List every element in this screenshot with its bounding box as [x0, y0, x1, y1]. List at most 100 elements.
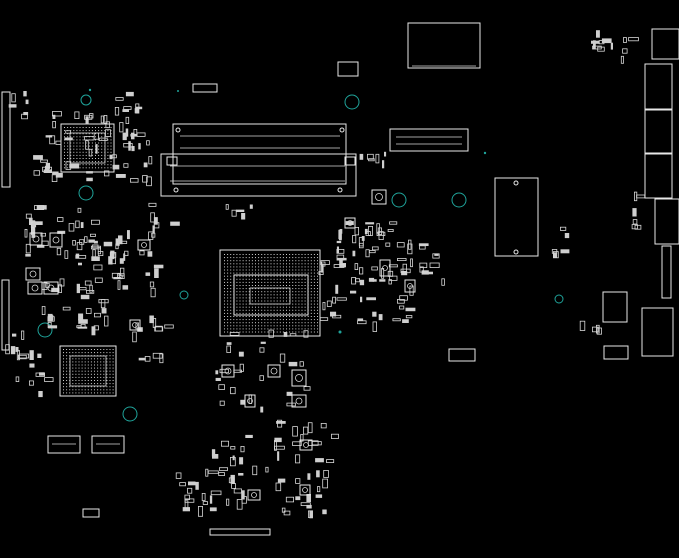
bga-ball — [270, 325, 272, 327]
bga-ball — [109, 389, 111, 391]
bga-ball — [304, 300, 306, 302]
bga-ball — [307, 303, 309, 305]
bga-ball — [261, 269, 263, 271]
smd-component — [28, 380, 34, 386]
bga-ball — [73, 148, 75, 150]
component-marking — [303, 442, 309, 448]
bga-ball — [304, 306, 306, 308]
bga-ball — [85, 161, 87, 163]
bga-ball — [313, 312, 315, 314]
bga-ball — [261, 272, 263, 274]
bga-ball — [84, 386, 86, 388]
bga-ball — [75, 361, 77, 363]
bga-ball — [255, 257, 256, 259]
bga-ball — [110, 139, 112, 141]
bga-ball — [255, 322, 256, 324]
bga-ball — [227, 260, 229, 262]
smd-component — [230, 387, 236, 395]
smd-component — [382, 160, 385, 169]
bga-ball — [110, 154, 112, 156]
bga-ball — [255, 312, 256, 314]
bga-ball — [245, 328, 247, 330]
smd-component — [316, 486, 321, 493]
bga-ball — [242, 260, 244, 262]
smd-component — [139, 250, 145, 256]
bga-ball — [79, 142, 81, 144]
bga-ball — [70, 133, 72, 135]
bga-ball — [75, 352, 77, 354]
bga-ball — [101, 142, 103, 144]
bga-ball — [110, 161, 112, 163]
component-marking — [32, 235, 40, 243]
bga-ball — [112, 361, 114, 363]
bga-ball — [101, 167, 103, 169]
bga-ball — [289, 328, 291, 330]
smd-component — [47, 313, 53, 322]
bga-ball — [224, 288, 225, 290]
power-component — [25, 267, 41, 281]
bga-ball — [279, 316, 281, 317]
bga-ball — [106, 370, 108, 372]
bga-ball — [81, 355, 83, 357]
bga-ball — [301, 291, 303, 293]
bga-ball — [276, 297, 278, 299]
smd-component — [419, 245, 426, 250]
smd-component — [387, 228, 394, 232]
bga-ball — [286, 263, 287, 265]
bga-ball — [91, 167, 93, 169]
bga-ball — [270, 263, 272, 265]
bga-ball — [286, 269, 287, 271]
bga-ball — [255, 316, 256, 317]
bga-ball — [313, 322, 315, 324]
smd-component — [25, 99, 29, 105]
smd-component — [91, 245, 102, 250]
component-marking — [302, 487, 308, 493]
smd-component — [350, 290, 357, 294]
bga-ball — [242, 306, 244, 308]
bga-ball — [267, 328, 269, 330]
smd-component — [136, 132, 146, 137]
bga-ball — [282, 281, 284, 283]
bga-ball — [227, 297, 229, 299]
bga-ball — [95, 139, 96, 141]
smd-component — [240, 399, 246, 405]
bga-ball — [72, 380, 74, 381]
bga-ball — [87, 376, 89, 378]
bga-ball — [255, 325, 256, 327]
smd-component — [365, 249, 370, 258]
smd-component — [122, 132, 127, 141]
bga-ball — [242, 275, 244, 277]
bga-ball — [88, 158, 90, 159]
bga-ball — [101, 130, 103, 132]
bga-ball — [109, 386, 111, 388]
smd-component — [91, 256, 100, 261]
bga-ball — [242, 278, 244, 280]
smd-component — [109, 252, 117, 258]
smd-component — [123, 253, 126, 261]
bga-ball — [101, 127, 103, 128]
bga-ball — [67, 148, 69, 150]
smd-component — [118, 235, 123, 245]
bga-ball — [276, 325, 278, 327]
bga-ball — [70, 139, 72, 141]
bga-ball — [264, 294, 266, 296]
bga-ball — [286, 272, 287, 274]
bga-ball — [239, 328, 241, 330]
smd-component — [357, 320, 367, 325]
bga-ball — [69, 392, 71, 394]
bga-ball — [233, 278, 235, 280]
bga-ball — [79, 154, 81, 156]
bga-ball — [295, 297, 297, 299]
bga-ball — [276, 269, 278, 271]
bga-ball — [307, 325, 309, 327]
bga-ball — [87, 361, 89, 363]
bga-ball — [270, 281, 272, 283]
bga-ball — [109, 367, 111, 369]
component-marking — [224, 367, 232, 375]
bga-ball — [107, 142, 109, 144]
smd-component — [239, 363, 244, 372]
smd-component — [321, 261, 326, 267]
bga-ball — [98, 130, 100, 132]
smd-component — [396, 298, 405, 304]
smd-component — [100, 115, 104, 124]
